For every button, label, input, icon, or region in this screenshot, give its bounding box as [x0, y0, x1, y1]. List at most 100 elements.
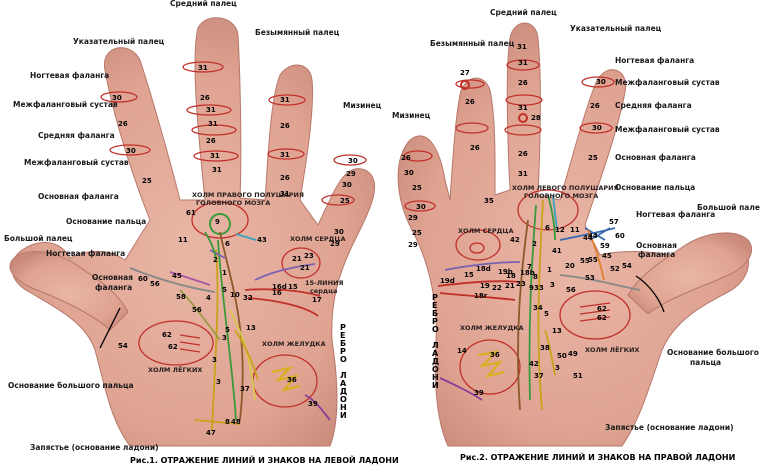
right-hand-palm-number: 3 [550, 281, 555, 289]
right-hand-palm-number: 1 [547, 266, 552, 274]
right-hand-palm-number: 11 [570, 226, 580, 234]
palm-edge-letter: Н [432, 373, 439, 382]
left-hand-little-number: 30 [348, 157, 358, 165]
right-numbers: 3131263126312726282630263025263025302925… [401, 43, 632, 397]
right-hand-palm-number: 9 [529, 284, 534, 292]
left-hand-palm-number: 36 [287, 376, 297, 384]
right-hand-palm-number: 13 [552, 327, 562, 335]
left-index-finger-label: Указательный палец [73, 37, 165, 46]
right-heart-hill [455, 229, 501, 261]
right-thumb-base-1-label: Основание большого [667, 348, 759, 357]
palm-edge-letter: Е [340, 331, 345, 340]
left-hand-index-number: 30 [112, 94, 122, 102]
left-right-brain-label-2: ГОЛОВНОГО МОЗГА [196, 199, 270, 207]
right-hand-palm-number: 7 [527, 263, 532, 271]
right-joint-label: Межфаланговый сустав [615, 78, 720, 87]
right-hand-ring-number: 26 [470, 144, 480, 152]
palm-edge-letter: И [340, 411, 347, 420]
right-inner-labels: ХОЛМ ЛЕВОГО ПОЛУШАРИЯ ГОЛОВНОГО МОЗГА ХО… [458, 184, 639, 354]
palm-edge-letter: Р [340, 323, 346, 332]
left-stomach-hill-label: ХОЛМ ЖЕЛУДКА [262, 340, 326, 348]
left-hand-palm-number: 9 [215, 218, 220, 226]
left-hand-little-number: 30 [334, 228, 344, 236]
right-hand-palm-number: 45 [602, 252, 612, 260]
right-hand-palm-number: 19d [440, 277, 455, 285]
left-hand-middle-number: 31 [210, 152, 220, 160]
right-finger-joints [403, 59, 615, 212]
right-middle-finger-label: Средний палец [490, 8, 557, 17]
palm-edge-letter: Б [340, 339, 346, 348]
left-thumb-base-label: Основание большого пальца [8, 381, 134, 390]
right-hand-palm-number: 18b [520, 269, 535, 277]
right-lungs-hill [559, 290, 631, 340]
right-hand-palm-number: 53 [585, 274, 595, 282]
left-hand-palm-number: 62 [162, 331, 172, 339]
right-hand-palm-number: 12 [555, 226, 565, 234]
right-hand-index-number: 30 [596, 78, 606, 86]
right-nail-phalanx-label: Ногтевая фаланга [615, 56, 694, 65]
right-left-brain-label-1: ХОЛМ ЛЕВОГО ПОЛУШАРИЯ [512, 184, 619, 192]
left-hand-palm-number: 61 [186, 209, 196, 217]
left-ring-finger-label: Безымянный палец [255, 28, 340, 37]
left-hand-palm-number: 58 [176, 293, 186, 301]
right-index-finger-label: Указательный палец [570, 24, 662, 33]
left-right-brain-label-1: ХОЛМ ПРАВОГО ПОЛУШАРИЯ [192, 191, 304, 199]
right-hand-ring-number: 26 [465, 98, 475, 106]
right-hill-circles [455, 189, 631, 395]
left-hand-palm-number: 10 [230, 291, 240, 299]
left-hand-palm-number: 43 [257, 236, 267, 244]
right-hand-palm-number: 22 [492, 284, 502, 292]
left-hand-palm-number: 13 [246, 324, 256, 332]
palm-edge-letter: О [432, 365, 439, 374]
palm-edge-letter: Д [340, 387, 347, 396]
left-hand-palm-number: 23 [304, 252, 314, 260]
left-hand-palm-number: 3 [222, 334, 227, 342]
left-thumb-main-1-label: Основная [92, 273, 133, 282]
palm-edge-letter: О [340, 355, 347, 364]
left-hand-palm-number: 54 [118, 342, 128, 350]
left-finger-base-label: Основание пальца [66, 217, 146, 226]
left-hand-palm-number: 56 [192, 306, 202, 314]
right-hand-little-number: 30 [416, 203, 426, 211]
left-hand-little-number: 30 [342, 181, 352, 189]
left-heart-line-label-1: 15-ЛИНИЯ [305, 279, 343, 287]
left-middle-finger-label: Средний палец [170, 0, 237, 8]
right-hand-palm-number: 62 [597, 314, 607, 322]
left-hand-palm-number: 3 [216, 378, 221, 386]
palm-edge-letter: Р [432, 293, 438, 302]
left-numbers: 3126313126313130263025312631263130293025… [112, 64, 358, 437]
left-finger-joints [100, 61, 367, 206]
palm-edge-letter: Б [432, 309, 438, 318]
left-wrist-label: Запястье (основание ладони) [30, 443, 159, 452]
right-thumb-base-2-label: пальца [690, 358, 721, 367]
right-hand-palm-number: 44 [583, 234, 593, 242]
left-joint-label: Межфаланговый сустав [13, 100, 118, 109]
left-hand: Средний палец Указательный палец Безымян… [4, 0, 382, 452]
right-hand-middle-number: 31 [518, 170, 528, 178]
right-hand-palm-number: 55 [580, 257, 590, 265]
palm-edge-letter: И [432, 381, 439, 390]
right-wrist-label: Запястье (основание ладони) [605, 423, 734, 432]
right-hand-palm-number: 39 [474, 389, 484, 397]
left-hand-ring-number: 26 [280, 174, 290, 182]
left-hand-middle-number: 31 [198, 64, 208, 72]
left-hand-palm-number: 3 [212, 356, 217, 364]
right-hand-little-number: 26 [401, 154, 411, 162]
right-hand-palm-number: 33 [534, 284, 544, 292]
palm-edge-letter: Л [432, 341, 439, 350]
palm-edge-letter: Е [432, 301, 437, 310]
right-hand-palm-number: 2 [532, 240, 537, 248]
right-outer-labels: Средний палец Безымянный палец Указатель… [392, 8, 760, 432]
right-stomach-hill-label: ХОЛМ ЖЕЛУДКА [460, 324, 524, 332]
left-nail-phalanx-label: Ногтевая фаланга [30, 71, 109, 80]
palm-edge-letter: Р [340, 347, 346, 356]
left-lungs-hill-label: ХОЛМ ЛЁГКИХ [148, 365, 202, 374]
right-thumb [627, 232, 753, 315]
right-hand-palm-number: 34 [533, 304, 543, 312]
left-hand-middle-number: 26 [200, 94, 210, 102]
left-hand-palm-number: 5 [225, 326, 230, 334]
right-hand-palm-number: 41 [552, 247, 562, 255]
right-hand-middle-number: 26 [518, 150, 528, 158]
right-hand-middle-number: 31 [518, 59, 528, 67]
